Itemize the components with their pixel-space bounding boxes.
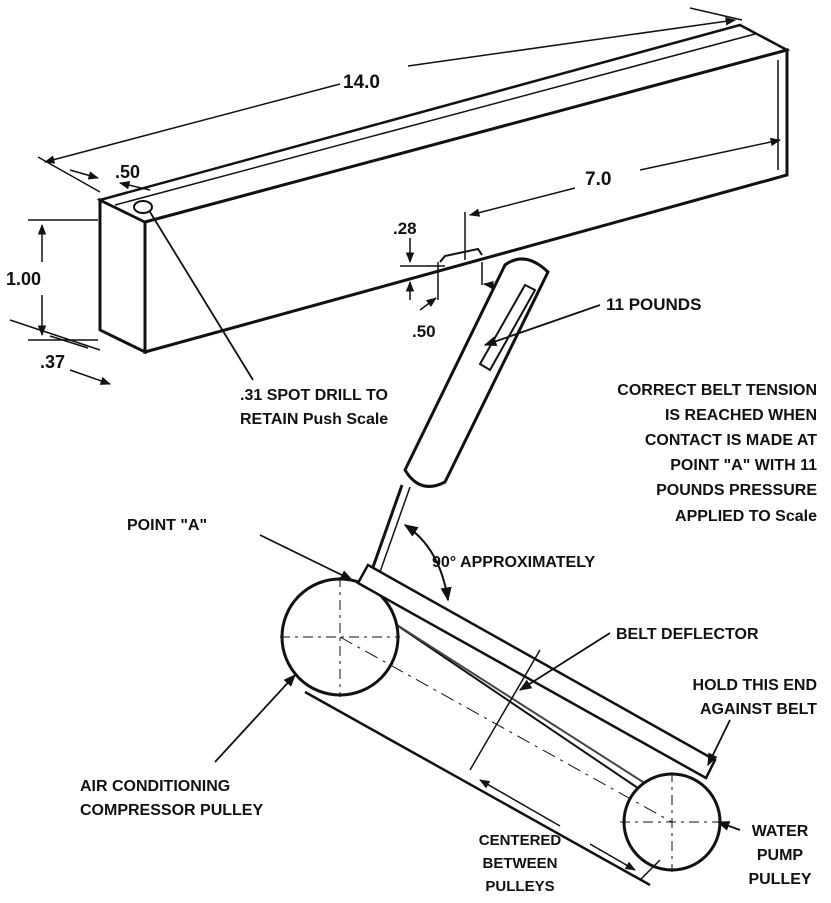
dimension-lines: [9, 7, 782, 385]
note-line-3: CONTACT IS MADE AT: [645, 432, 817, 449]
dim-notch-depth: .28: [393, 219, 417, 238]
dim-end-offset: .50: [115, 162, 140, 182]
dim-half-length: 7.0: [585, 169, 611, 190]
compressor-label-2: COMPRESSOR PULLEY: [80, 802, 263, 819]
push-scale: [370, 257, 550, 573]
water-pump-label-2: PUMP: [757, 847, 804, 864]
dim-length: 14.0: [343, 72, 380, 93]
centered-label-3: PULLEYS: [485, 878, 554, 895]
note-line-2: IS REACHED WHEN: [665, 407, 817, 424]
point-a-label: POINT "A": [127, 517, 207, 534]
text-labels: 14.0 .50 7.0 1.00 .37 .28 .50 .31 SPOT D…: [6, 72, 817, 895]
dim-height: 1.00: [6, 269, 41, 289]
note-line-1: CORRECT BELT TENSION: [617, 382, 817, 399]
notch: [439, 247, 483, 263]
belt-deflector-label: BELT DEFLECTOR: [616, 626, 759, 643]
dim-width: .37: [40, 352, 65, 372]
hold-end-label-2: AGAINST BELT: [700, 701, 817, 718]
belt-deflector: [356, 563, 717, 780]
water-pump-label-3: PULLEY: [748, 871, 811, 888]
note-line-4: POINT "A" WITH 11: [670, 457, 817, 474]
centered-label-2: BETWEEN: [483, 855, 558, 872]
pounds-label: 11 POUNDS: [606, 295, 701, 314]
bar-stock: [96, 23, 791, 355]
spot-drill-hole: [133, 200, 153, 214]
hold-end-label-1: HOLD THIS END: [693, 677, 817, 694]
water-pump-label-1: WATER: [752, 823, 809, 840]
leader-lines: [149, 211, 741, 831]
angle-label: 90° APPROXIMATELY: [432, 554, 596, 571]
tension-note: CORRECT BELT TENSION IS REACHED WHEN CON…: [617, 382, 817, 525]
pulleys-and-belt: [280, 524, 724, 887]
dim-notch-width: .50: [412, 322, 436, 341]
note-line-6: APPLIED TO Scale: [675, 508, 817, 525]
spot-drill-label-1: .31 SPOT DRILL TO: [240, 387, 388, 404]
compressor-label-1: AIR CONDITIONING: [80, 778, 230, 795]
spot-drill-label-2: RETAIN Push Scale: [240, 411, 388, 428]
note-line-5: POUNDS PRESSURE: [656, 482, 817, 499]
centered-label-1: CENTERED: [479, 832, 562, 849]
